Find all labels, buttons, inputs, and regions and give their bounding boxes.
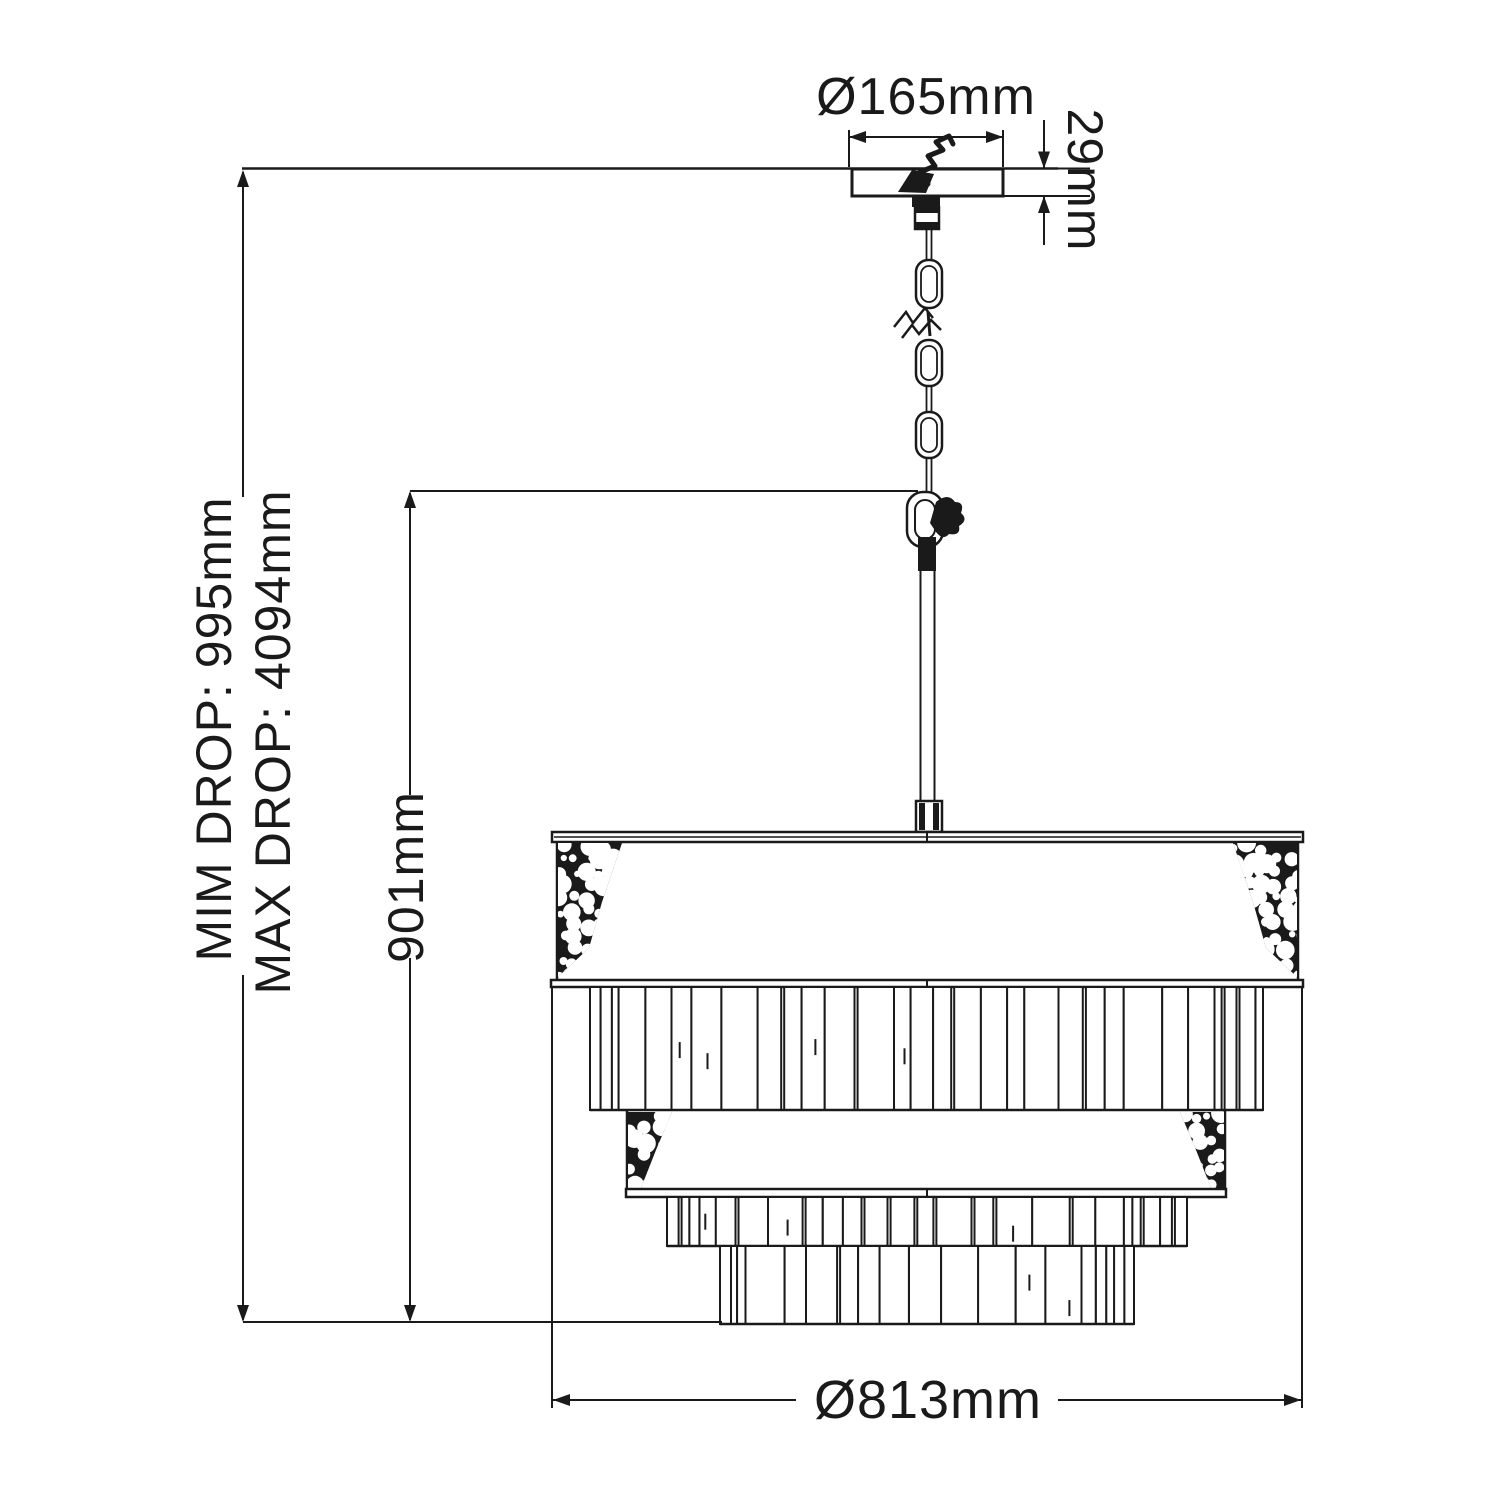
crystal-fringe-tier-2 (666, 1196, 1189, 1248)
suspension-chain (893, 229, 944, 493)
dimension-arrowheads (237, 131, 1301, 1406)
stem-rod (914, 571, 944, 834)
dim-drop: MIM DROP: 995mm MAX DROP: 4094mm (186, 172, 301, 1320)
crystal-bead-texture (1233, 843, 1297, 977)
hook-icon (930, 497, 965, 538)
drum-shade-top (549, 830, 1305, 989)
crystal-bead-texture (1180, 1112, 1224, 1188)
socket-collar (912, 196, 940, 207)
hanging-loop (905, 490, 965, 571)
label-max-drop: MAX DROP: 4094mm (245, 489, 301, 994)
label-canopy-height: 29mm (1057, 109, 1113, 252)
chain-link (914, 338, 944, 388)
ferrule (918, 537, 936, 571)
dim-body-diameter: Ø813mm (551, 987, 1303, 1430)
label-canopy-diameter: Ø165mm (816, 68, 1036, 126)
dim-canopy-height: 29mm (1003, 109, 1113, 252)
drum-shade-middle (624, 1111, 1228, 1199)
label-body-diameter: Ø813mm (814, 1370, 1042, 1430)
crystal-fringe-tier-3 (719, 1245, 1136, 1326)
crystal-fringe-tier-1 (589, 986, 1264, 1112)
chain-link (914, 258, 944, 310)
dim-canopy-diameter: Ø165mm (816, 68, 1036, 167)
crystal-bead-texture (558, 843, 622, 977)
crystal-bead-texture (628, 1112, 672, 1188)
break-symbol-icon (893, 305, 934, 328)
label-min-drop: MIM DROP: 995mm (186, 496, 242, 961)
chain-link (914, 410, 944, 460)
dim-body-height: 901mm (378, 490, 918, 1320)
ceiling-canopy (850, 133, 1005, 231)
label-body-height: 901mm (378, 791, 434, 963)
